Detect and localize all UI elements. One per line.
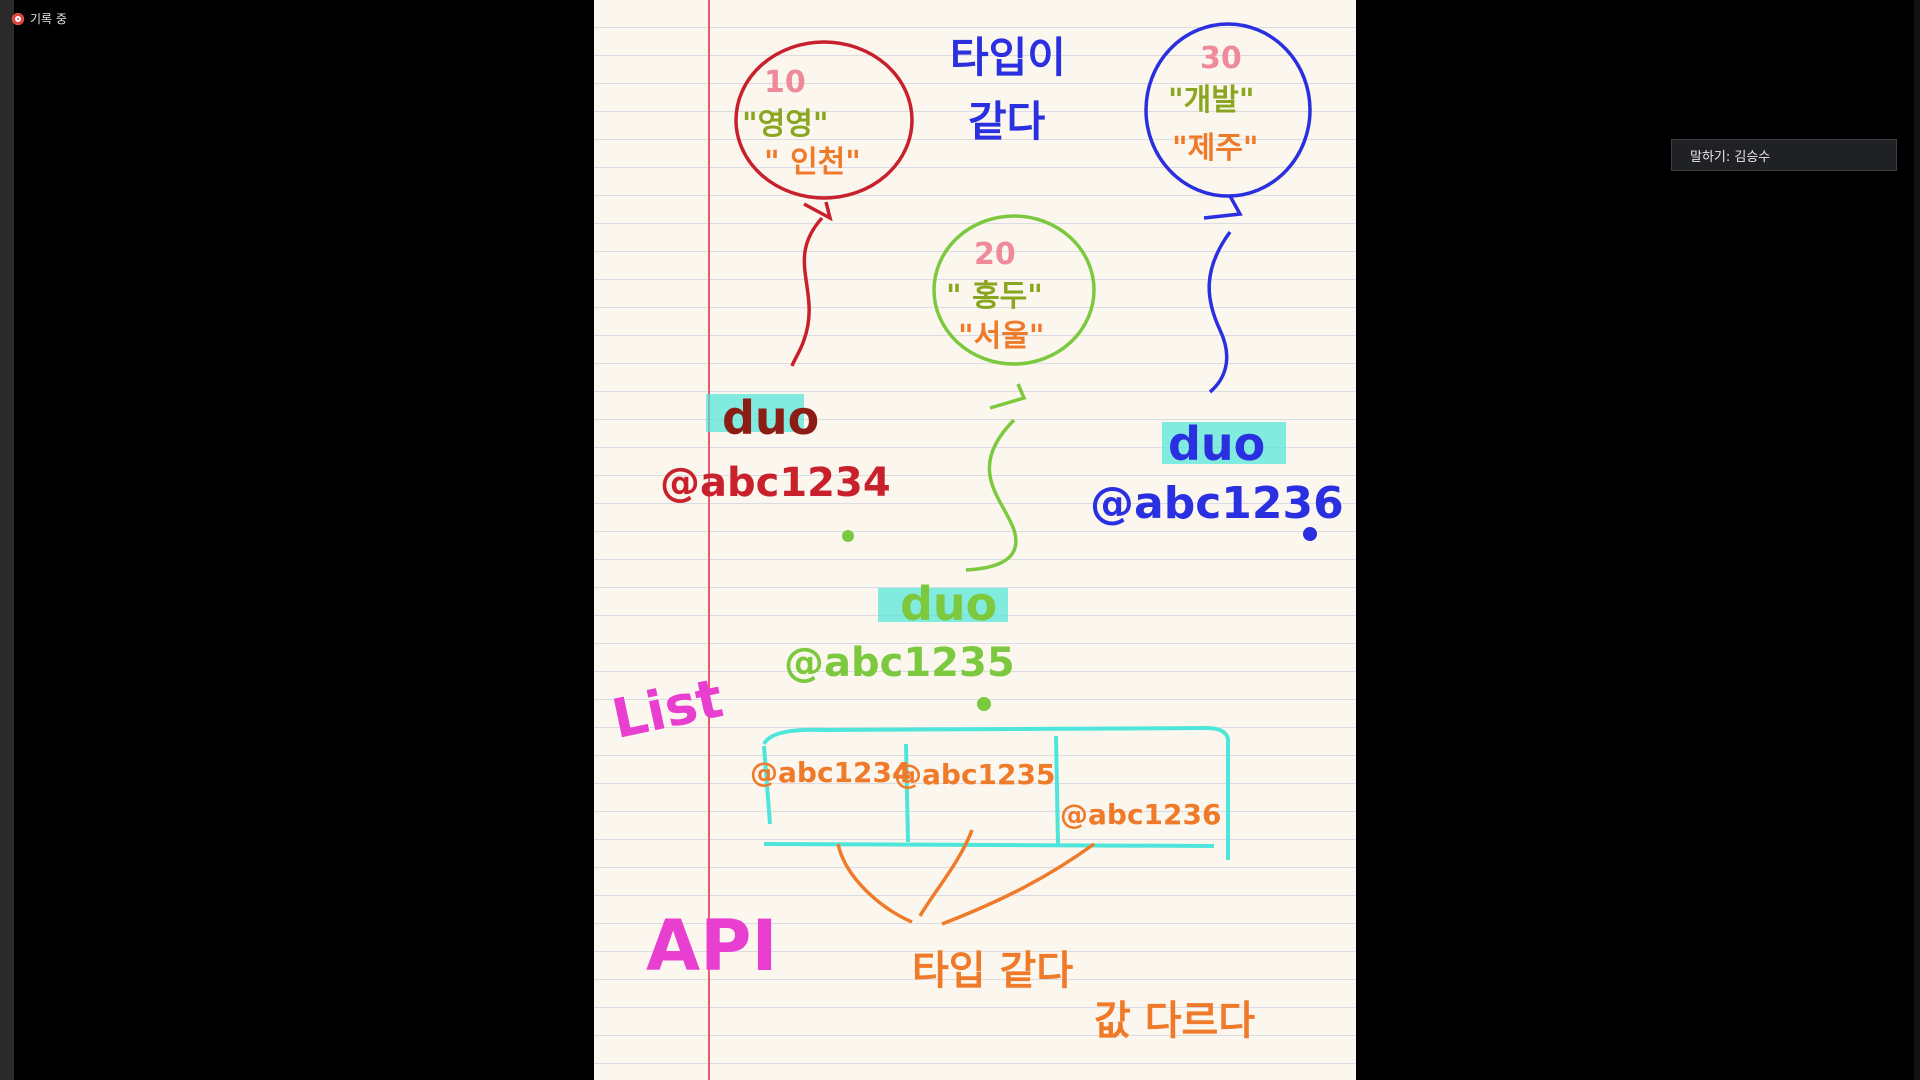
balloon-green-knot <box>989 383 1027 410</box>
shared-note-page: 타입이 같다 10 "영영" " 인천" 20 " 홍두" "서울" 30 "개… <box>594 0 1356 1080</box>
drawing-canvas: 타입이 같다 10 "영영" " 인천" 20 " 홍두" "서울" 30 "개… <box>607 22 1344 1044</box>
left-panel-edge <box>0 0 14 1080</box>
addr-1: @abc1234 <box>660 460 891 506</box>
balloon3-num: 30 <box>1200 41 1242 76</box>
list-box-bottom <box>763 842 1215 848</box>
recording-indicator: 기록 중 <box>12 10 67 27</box>
balloon-red-string <box>790 216 824 367</box>
margin-line <box>708 0 710 1080</box>
list-divider-1 <box>904 743 910 843</box>
balloon2-line2: "서울" <box>958 319 1044 354</box>
list-box-top-right <box>762 725 1231 860</box>
list-cell-1: @abc1234 <box>750 756 911 789</box>
balloon-green <box>932 214 1096 366</box>
list-label: List <box>607 666 729 751</box>
header-type-line2: 같다 <box>968 97 1046 146</box>
header-type-line1: 타입이 <box>950 33 1066 82</box>
list-divider-2 <box>1054 735 1060 845</box>
highlight-duo-2 <box>878 588 1008 622</box>
balloon-red <box>734 40 914 200</box>
balloon2-num: 20 <box>974 237 1016 272</box>
balloon3-line2: "제주" <box>1172 131 1258 166</box>
connector-1 <box>836 843 913 924</box>
list-box-left <box>762 745 772 825</box>
balloon-blue-string <box>1207 230 1232 394</box>
balloon1-line2: " 인천" <box>764 145 861 180</box>
balloon2-line1: " 홍두" <box>946 279 1043 314</box>
highlight-duo-3 <box>1162 422 1286 464</box>
balloon-red-knot <box>803 201 833 222</box>
balloon1-line1: "영영" <box>742 107 828 142</box>
duo-label-1: duo <box>722 391 819 445</box>
addr-3: @abc1236 <box>1090 478 1344 529</box>
balloon3-line1: "개발" <box>1168 83 1254 118</box>
connector-2 <box>918 829 974 917</box>
dot-2 <box>977 697 991 711</box>
balloon1-num: 10 <box>764 65 806 100</box>
balloon-blue <box>1144 22 1312 198</box>
api-label: API <box>646 905 778 987</box>
dot-3 <box>1303 527 1317 541</box>
bottom-line2: 값 다르다 <box>1094 998 1255 1044</box>
right-edge <box>1914 0 1920 1080</box>
record-icon <box>12 12 24 25</box>
duo-label-3: duo <box>1168 417 1265 471</box>
balloon-green-string <box>965 418 1018 572</box>
bottom-line1: 타입 같다 <box>912 948 1073 994</box>
speaking-indicator: 말하기: 김승수 <box>1671 139 1897 171</box>
list-cell-2: @abc1235 <box>894 758 1055 791</box>
balloon-blue-knot <box>1203 195 1243 220</box>
connector-3 <box>941 842 1096 926</box>
duo-label-2: duo <box>900 577 997 631</box>
list-cell-3: @abc1236 <box>1060 798 1221 831</box>
dot-1 <box>842 530 854 542</box>
highlight-duo-1 <box>706 394 804 432</box>
speaking-label: 말하기: 김승수 <box>1690 149 1771 165</box>
addr-2: @abc1235 <box>784 640 1015 686</box>
recording-label: 기록 중 <box>30 12 67 26</box>
